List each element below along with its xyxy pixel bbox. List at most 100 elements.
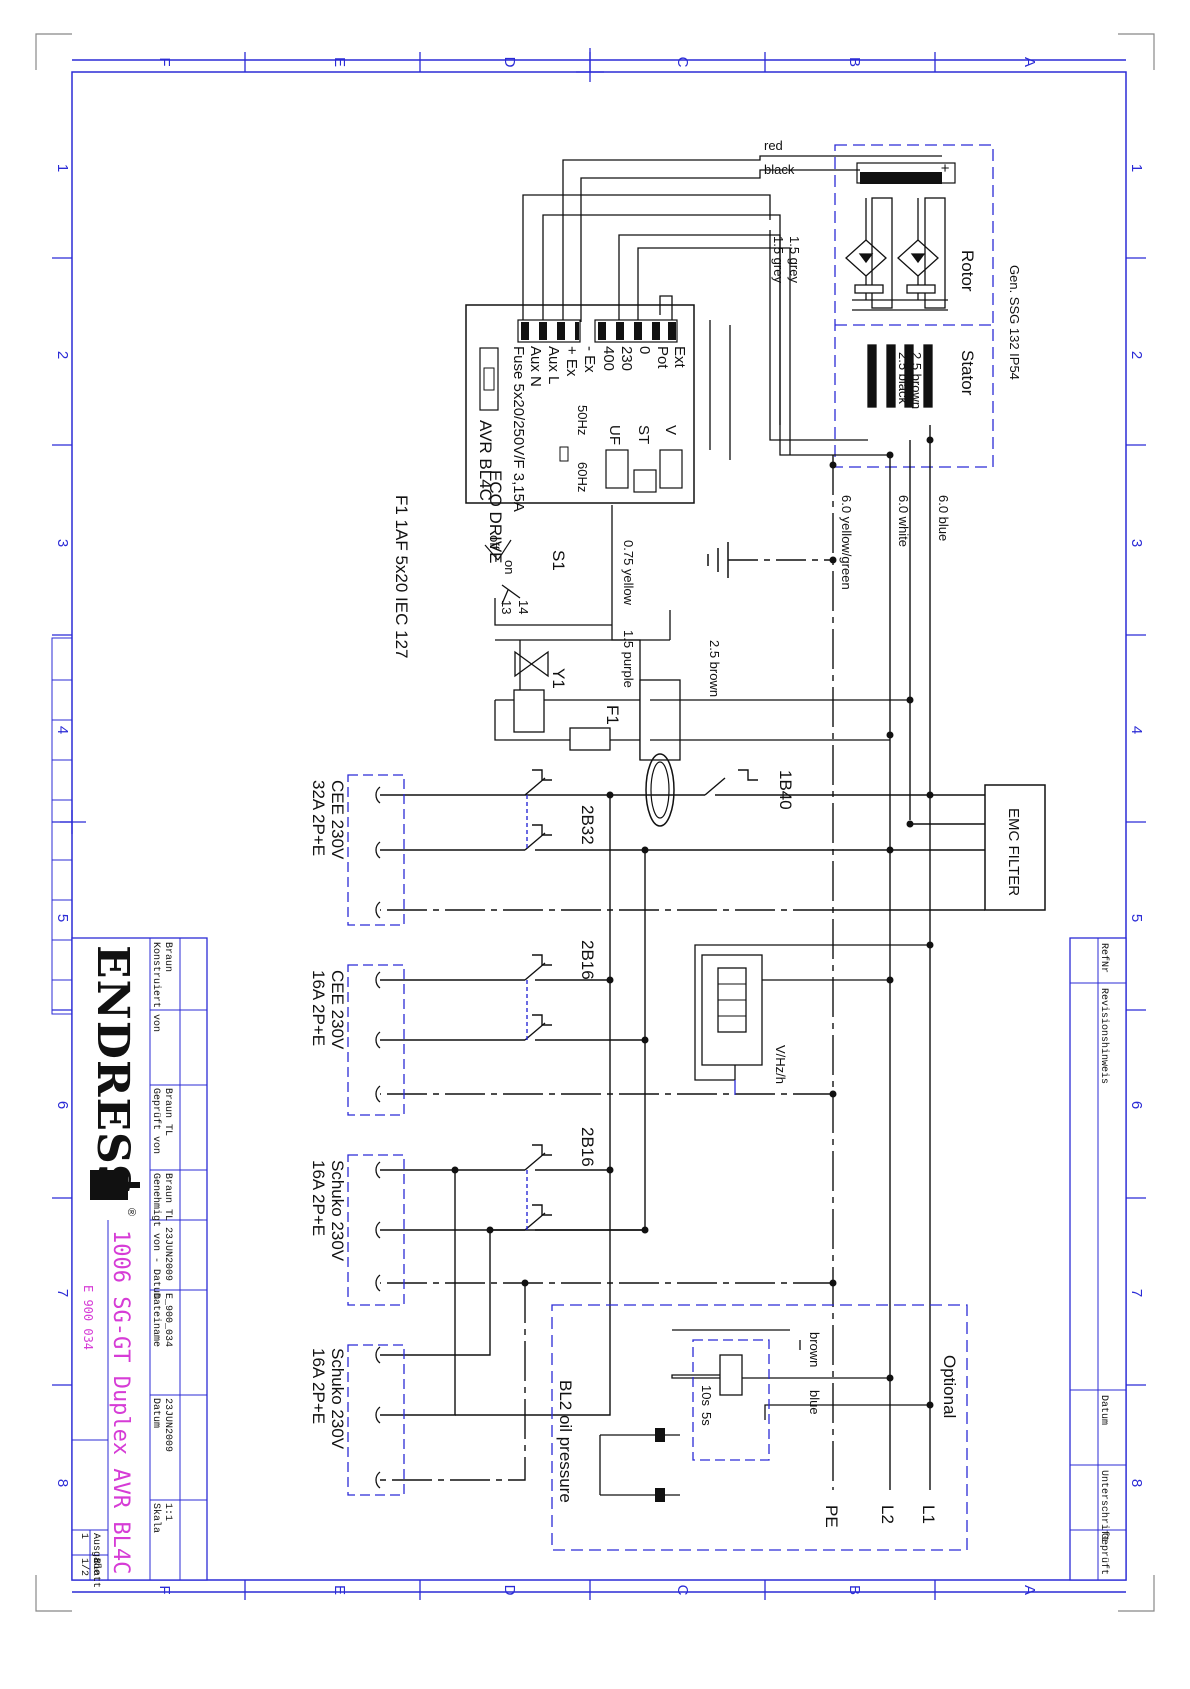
socket-schuko-a-line2: 16A 2P+E xyxy=(309,1160,328,1236)
avr-term-aux-n: Aux N xyxy=(527,346,544,387)
wire-label-red: red xyxy=(764,138,783,153)
wire-label-grey-a: 1.5 grey xyxy=(787,236,802,283)
optional-label: Optional xyxy=(940,1355,959,1418)
avr-uf-label: UF xyxy=(606,425,623,445)
socket-schuko-b-line2: 16A 2P+E xyxy=(309,1348,328,1424)
wire-label-blue: 6.0 blue xyxy=(936,495,951,541)
wire-label-grey-b: 1.5 grey xyxy=(771,236,786,283)
eco-drive-label: ECO DRIVE xyxy=(486,470,505,564)
opt-wire-blue: blue xyxy=(807,1390,822,1415)
avr-term-plus-ex: + Ex xyxy=(563,346,580,377)
socket-boxes xyxy=(347,774,405,1496)
row-label-right: 4 xyxy=(1128,726,1145,734)
col-label-top: F xyxy=(156,57,173,66)
avr-terminal-blocks xyxy=(521,322,676,340)
avr-term-aux-l: Aux L xyxy=(545,346,562,384)
rotor-label: Rotor xyxy=(958,250,977,292)
row-label-left: 3 xyxy=(54,539,71,547)
company-logo-text: ENDRESS xyxy=(87,945,138,1197)
title-block: ENDRESS ® Konstruiert von Braun Geprüft … xyxy=(71,937,208,1588)
avr-term-400: 400 xyxy=(600,346,617,371)
wire-label-brown-stub: 2.5 brown xyxy=(707,640,722,697)
tb-datum-value: 23JUN2009 xyxy=(162,1398,173,1452)
s1-term-13: 13 xyxy=(499,600,514,614)
tb-geprueft-value: Braun TL xyxy=(162,1088,173,1136)
f1-label: F1 xyxy=(603,705,622,725)
crop-marks xyxy=(35,33,1155,1612)
avr-pot-st xyxy=(633,469,657,493)
emc-filter: EMC FILTER xyxy=(833,784,1046,911)
avr-module: Ext Pot 0 230 400 - Ex + Ex Aux L Aux N … xyxy=(465,304,695,512)
eco-drive-circuit xyxy=(494,505,910,761)
socket-cee16-line1: CEE 230V xyxy=(328,970,347,1050)
breaker-contacts xyxy=(524,769,758,1231)
frame-row-labels: 1 2 3 4 5 6 7 8 1 2 3 4 5 6 7 8 xyxy=(54,164,1145,1487)
main-busses xyxy=(832,425,931,1490)
row-label-right: 7 xyxy=(1128,1289,1145,1297)
col-label-top: A xyxy=(1021,57,1038,67)
wire-label-yellow-green: 6.0 yellow/green xyxy=(839,495,854,590)
socket-cee32-line1: CEE 230V xyxy=(328,780,347,860)
y1-label: Y1 xyxy=(549,668,568,689)
wire-label-yellow-075: 0.75 yellow xyxy=(621,540,636,606)
wire-label-white: 6.0 white xyxy=(896,495,911,547)
col-label-bottom: E xyxy=(331,1585,348,1595)
stator-windings xyxy=(867,344,933,408)
tb-dateiname-value: E_900_034 xyxy=(162,1293,173,1347)
row-label-right: 2 xyxy=(1128,351,1145,359)
eco-off: off xyxy=(487,535,502,550)
row-label-right: 1 xyxy=(1128,164,1145,172)
avr-wiring xyxy=(522,155,942,460)
margin-ruler xyxy=(51,637,73,1015)
f1-note: F1 1AF 5x20 IEC 127 xyxy=(392,495,411,658)
breaker-2b32: 2B32 xyxy=(578,805,597,845)
socket-cee16-line2: 16A 2P+E xyxy=(309,970,328,1046)
breaker-1b40: 1B40 xyxy=(776,770,795,810)
company-logo-reg: ® xyxy=(125,1208,137,1216)
feed-junctions xyxy=(451,791,649,1287)
avr-term-0: 0 xyxy=(636,346,653,354)
eco-on: on xyxy=(502,560,517,574)
current-transformer xyxy=(645,753,675,827)
bus-label-pe: PE xyxy=(822,1505,841,1528)
row-label-right: 5 xyxy=(1128,914,1145,922)
socket-cee32-line2: 32A 2P+E xyxy=(309,780,328,856)
row-label-left: 4 xyxy=(54,726,71,734)
rev-datum: Datum xyxy=(1098,1395,1109,1425)
socket-feeds xyxy=(380,794,930,1481)
timer-5s: 5s xyxy=(699,1412,714,1426)
tb-geprueft-label: Geprüft von xyxy=(150,1088,162,1154)
avr-term-pot: Pot xyxy=(654,346,671,369)
tb-genehmigt-value: Braun TL 23JUN2009 xyxy=(162,1173,173,1281)
optional-oil-pressure: Optional BL2 oil pressure brown blue 10s… xyxy=(551,1304,968,1551)
vhz-meter-label: V/Hz/h xyxy=(773,1045,788,1084)
breaker-2b16-b: 2B16 xyxy=(578,1127,597,1167)
generator-title: Gen. SSG 132 IP54 xyxy=(1007,265,1022,380)
row-label-left: 7 xyxy=(54,1289,71,1297)
avr-pot-uf xyxy=(605,449,629,489)
col-label-top: D xyxy=(501,57,518,68)
avr-v-label: V xyxy=(662,425,679,435)
avr-st-label: ST xyxy=(635,425,652,444)
revision-table: RefNr Revisionshinweis Datum Unterschrif… xyxy=(1069,937,1127,1581)
tb-blatt-value: 1/2 xyxy=(78,1558,90,1576)
company-logo-mark xyxy=(90,1170,140,1200)
drawing-number: E 900 034 xyxy=(81,1285,95,1350)
wire-label-black: black xyxy=(764,162,795,177)
avr-pot-v xyxy=(659,449,683,489)
vhz-meter: V/Hz/h xyxy=(694,944,930,1095)
bus-label-l1: L1 xyxy=(919,1505,938,1524)
oil-pressure-label: BL2 oil pressure xyxy=(556,1380,575,1503)
ground-symbol xyxy=(707,542,833,578)
avr-term-230: 230 xyxy=(618,346,635,371)
socket-schuko-b-line1: Schuko 230V xyxy=(328,1348,347,1450)
tb-genehmigt-label: Genehmigt von - Datum xyxy=(150,1173,162,1299)
breaker-2b16-a: 2B16 xyxy=(578,940,597,980)
row-label-left: 8 xyxy=(54,1479,71,1487)
socket-schuko-a-line1: Schuko 230V xyxy=(328,1160,347,1262)
bus-label-l2: L2 xyxy=(878,1505,897,1524)
col-label-top: E xyxy=(331,57,348,67)
tb-ausgabe-value: 1 xyxy=(78,1533,89,1539)
rotor-diodes xyxy=(845,197,948,311)
